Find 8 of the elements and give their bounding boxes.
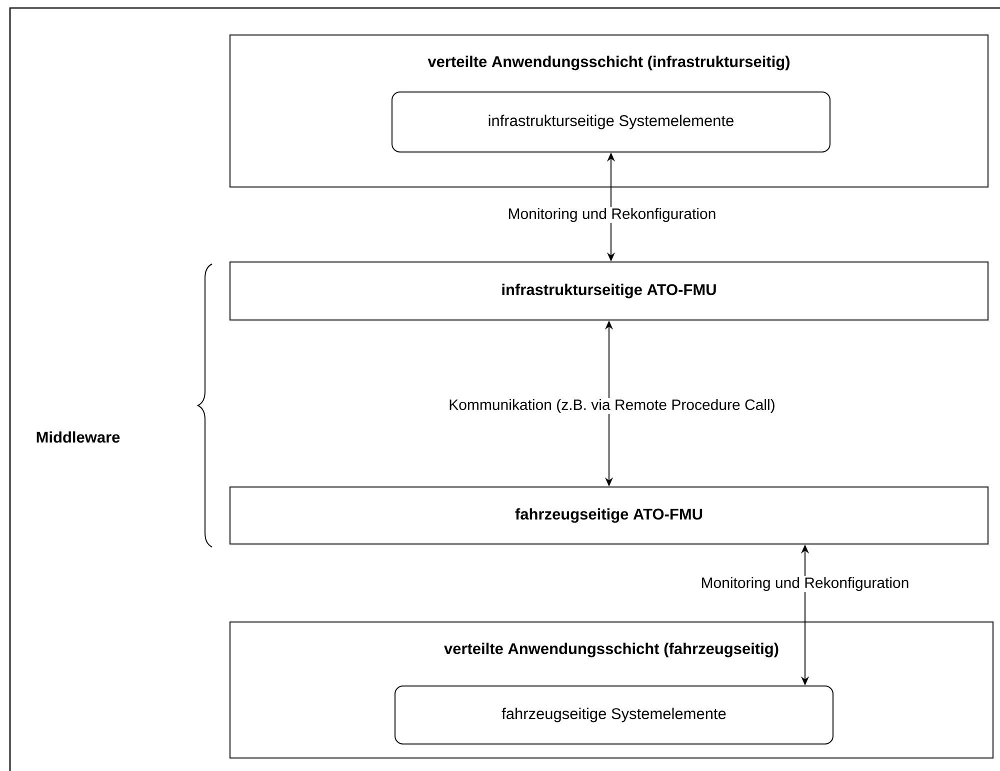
side-label: Middleware — [36, 431, 120, 443]
edge-label: Monitoring und Rekonfiguration — [506, 207, 718, 223]
edge-label: Monitoring und Rekonfiguration — [700, 576, 910, 592]
module-box: fahrzeugseitige ATO-FMU — [230, 486, 989, 544]
module-box: infrastrukturseitige ATO-FMU — [230, 262, 989, 320]
component-box: infrastrukturseitige Systemelemente — [392, 92, 831, 152]
edge-label: Kommunikation (z.B. via Remote Procedure Call) — [448, 398, 776, 414]
component-box: fahrzeugseitige Systemelemente — [394, 686, 834, 744]
